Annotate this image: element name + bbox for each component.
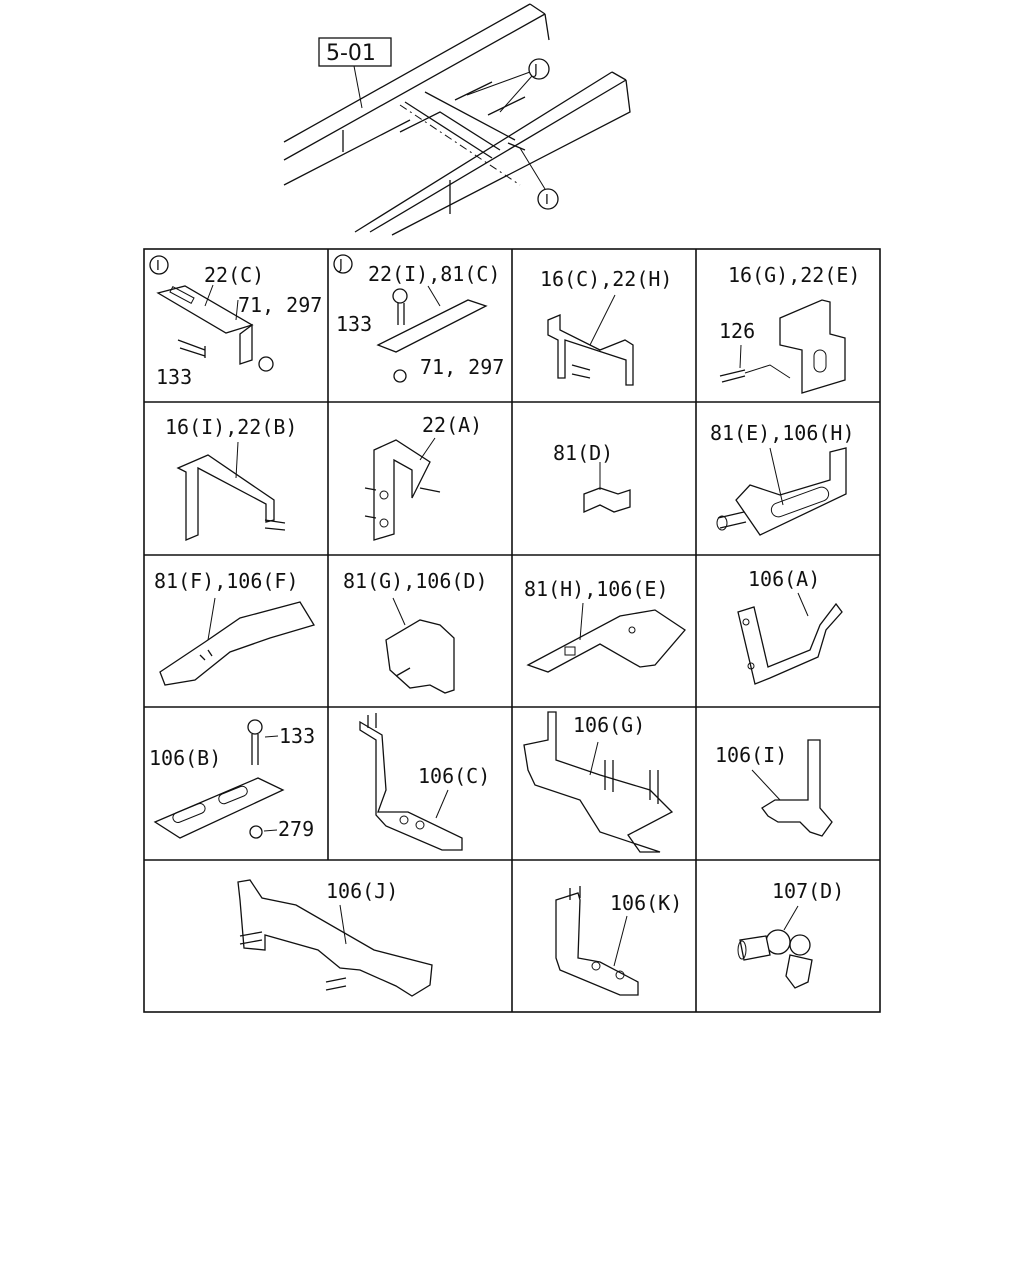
svg-text:I: I (156, 259, 160, 274)
cell-bracket-106j[interactable]: 106(J) (237, 879, 433, 997)
part-label: 16(C),22(H) (540, 267, 672, 291)
cell-bracket-106b[interactable]: 106(B) 133 279 (149, 719, 315, 841)
frame-view: 5-01 J I (283, 3, 631, 236)
cell-bracket-81e[interactable]: 81(E),106(H) (710, 421, 855, 536)
part-label: 71, 297 (238, 293, 322, 317)
part-label: 279 (278, 817, 314, 841)
part-label: 133 (156, 365, 192, 389)
ref-box[interactable] (318, 37, 392, 67)
part-label: 22(A) (422, 413, 482, 437)
part-label: 81(G),106(D) (343, 569, 488, 593)
part-label: 133 (336, 312, 372, 336)
cell-bracket-16c[interactable]: 16(C),22(H) (540, 267, 672, 386)
cell-bracket-i[interactable]: I 22(C) 71, 297 133 (149, 255, 322, 389)
cell-bracket-106i[interactable]: 106(I) (715, 739, 833, 837)
part-label: 22(C) (204, 263, 264, 287)
part-label: 16(G),22(E) (728, 263, 860, 287)
cell-bracket-j[interactable]: J 22(I),81(C) 133 71, 297 (333, 254, 504, 383)
cell-bracket-106k[interactable]: 106(K) (555, 886, 682, 996)
svg-text:J: J (338, 258, 343, 273)
part-label: 133 (279, 724, 315, 748)
marker-i: I (545, 193, 549, 208)
cell-bracket-81f[interactable]: 81(F),106(F) (154, 569, 315, 686)
cell-bracket-106g[interactable]: 106(G) (523, 711, 674, 853)
cell-bracket-106a[interactable]: 106(A) (737, 567, 843, 685)
part-label: 126 (719, 319, 755, 343)
cell-bracket-81h[interactable]: 81(H),106(E) (524, 577, 686, 673)
part-label: 107(D) (772, 879, 844, 903)
part-label: 106(C) (418, 764, 490, 788)
part-label: 81(H),106(E) (524, 577, 669, 601)
part-label: 16(I),22(B) (165, 415, 297, 439)
ref-box-label: 5-01 (326, 41, 376, 66)
part-label: 106(I) (715, 743, 787, 767)
part-label: 81(F),106(F) (154, 569, 299, 593)
parts-grid (143, 248, 881, 1013)
marker-j: J (533, 63, 538, 78)
cell-bracket-22a[interactable]: 22(A) (364, 413, 482, 541)
part-label: 106(B) (149, 746, 221, 770)
part-label: 106(J) (326, 879, 398, 903)
part-label: 106(K) (610, 891, 682, 915)
cell-bracket-16g[interactable]: 16(G),22(E) 126 (719, 263, 860, 394)
marker-j-callout (528, 58, 550, 80)
cell-bracket-81d[interactable]: 81(D) (553, 441, 631, 513)
part-label: 22(I),81(C) (368, 262, 500, 286)
cell-clip-107d[interactable]: 107(D) (737, 879, 844, 989)
marker-i-callout (537, 188, 559, 210)
cell-bracket-106c[interactable]: 106(C) (359, 713, 490, 851)
part-label: 106(G) (573, 713, 645, 737)
part-label: 81(E),106(H) (710, 421, 855, 445)
cell-bracket-16i[interactable]: 16(I),22(B) (165, 415, 297, 541)
part-label: 71, 297 (420, 355, 504, 379)
part-label: 106(A) (748, 567, 820, 591)
part-label: 81(D) (553, 441, 613, 465)
cell-bracket-81g[interactable]: 81(G),106(D) (343, 569, 488, 694)
